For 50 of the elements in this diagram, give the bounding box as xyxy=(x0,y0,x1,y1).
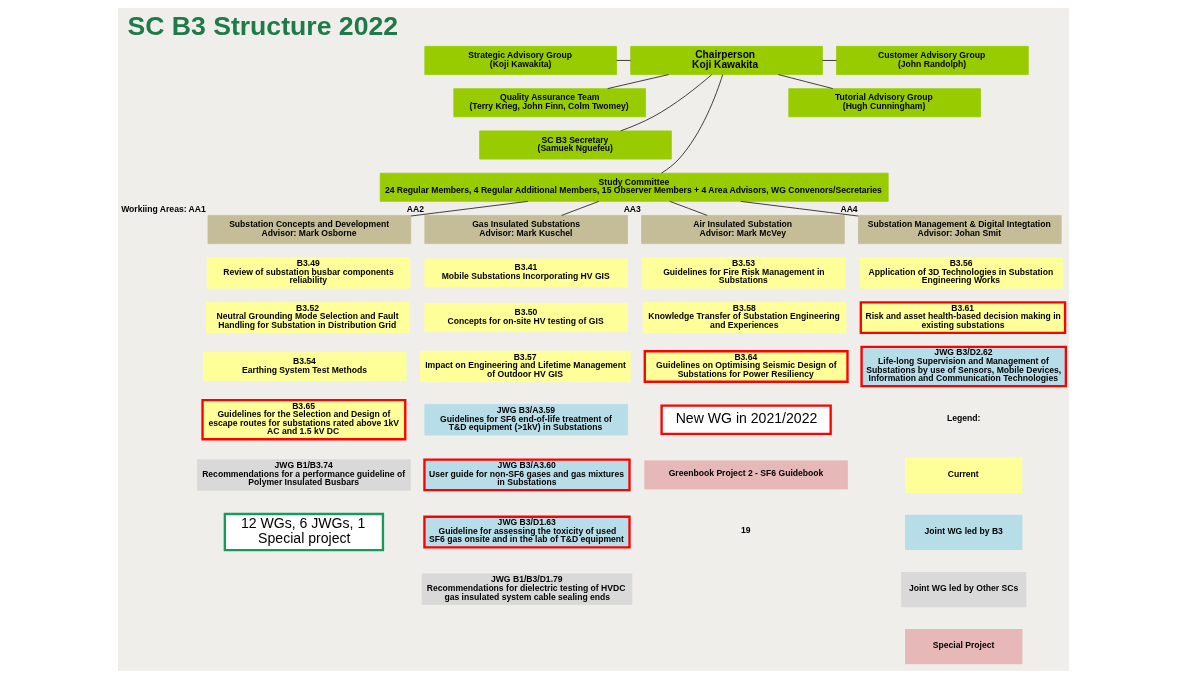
label: Legend: xyxy=(946,413,980,424)
node-label: AA2 xyxy=(406,204,424,215)
diagram-title: SC B3 Structure 2022 xyxy=(126,10,398,41)
node-box: B3.54 Earthing System Test Methods xyxy=(202,352,406,381)
node-box: JWG B3/D2.62 Life-long Supervision and Management of Substations by use of Sensors, Mobile Devices, Information and Communication Technologies xyxy=(859,345,1067,388)
node-box: Quality Assurance Team (Terry Krieg, John Finn, Colm Twomey) xyxy=(452,88,646,118)
node-box: JWG B1/B3.74 Recommendations for a performance guideline of Polymer Insulated Busbars xyxy=(196,459,411,491)
node-box: Substation Management & Digital Integtation Advisor: Johan Smit xyxy=(857,215,1062,244)
node-box: Gas Insulated Substations Advisor: Mark Kuschel xyxy=(423,215,628,244)
connector xyxy=(619,74,712,132)
node-box: New WG in 2021/2022 xyxy=(659,404,832,435)
connector xyxy=(615,60,631,61)
node-box: Study Committee 24 Regular Members, 4 Regular Additional Members, 15 Observer Members + 4 Area Advisors, WG Convenors/Secretaries xyxy=(379,172,889,202)
node-box: Tutorial Advisory Group (Hugh Cunningham) xyxy=(787,88,981,118)
node-box: B3.58 Knowledge Transfer of Substation Engineering and Experiences xyxy=(642,301,846,334)
node-box: B3.64 Guidelines on Optimising Seismic Design of Substations for Power Resiliency xyxy=(643,350,849,383)
node-box: Customer Advisory Group (John Randolph) xyxy=(835,46,1029,75)
node-box: JWG B3/D1.63 Guideline for assessing the toxicity of used SF6 gas onsite and in the lab of T&D equipment xyxy=(422,515,631,549)
legend-label: Joint WG led by Other SCs xyxy=(908,582,1018,593)
node-box: B3.65 Guidelines for the Selection and Design of escape routes for substations rated above 1kV AC and 1.5 kV DC xyxy=(200,399,406,441)
node-box: Greenbook Project 2 - SF6 Guidebook xyxy=(643,460,848,490)
label: 19 xyxy=(740,525,751,536)
legend-label: Joint WG led by B3 xyxy=(924,525,1003,536)
node-box: B3.52 Neutral Grounding Mode Selection and Fault Handling for Substation in Distribution Grid xyxy=(205,301,410,334)
node-box: JWG B3/A3.59 Guidelines for SF6 end-of-life treatment of T&D equipment (>1kV) in Substations xyxy=(423,404,628,436)
node-label: AA3 xyxy=(623,204,641,215)
legend-label: Special Project xyxy=(932,640,994,651)
legend-label: Current xyxy=(947,468,979,479)
connector xyxy=(739,200,859,217)
node-box: B3.50 Concepts for on-site HV testing of GIS xyxy=(423,303,628,333)
node-box: B3.56 Application of 3D Technologies in Substation Engineering Works xyxy=(859,257,1063,289)
node-box: B3.41 Mobile Substations Incorporating HV GIS xyxy=(423,258,628,288)
node-box: B3.61 Risk and asset health-based decision making in existing substations xyxy=(859,301,1066,335)
node-box: B3.57 Impact on Engineering and Lifetime Management of Outdoor HV GIS xyxy=(419,350,631,383)
node-box: JWG B3/A3.60 User guide for non-SF6 gases and gas mixtures in Substations xyxy=(422,458,631,492)
node-box: Air Insulated Substation Advisor: Mark McVey xyxy=(640,215,845,244)
node-label: AA4 xyxy=(839,204,858,215)
node-box: Strategic Advisory Group (Koji Kawakita) xyxy=(423,46,617,75)
node-label: Workiing Areas: AA1 xyxy=(120,204,206,215)
node-box: B3.53 Guidelines for Fire Risk Management in Substations xyxy=(641,257,846,289)
connector xyxy=(777,74,833,90)
node-box: Substation Concepts and Development Advisor: Mark Osborne xyxy=(207,215,411,244)
connector xyxy=(410,200,528,217)
node-box: B3.49 Review of substation busbar components reliability xyxy=(206,257,410,289)
node-box: Chairperson Koji Kawakita xyxy=(629,46,823,75)
node-box: 12 WGs, 6 JWGs, 1 Special project xyxy=(223,512,384,552)
node-box: SC B3 Secretary (Samuek Nguefeu) xyxy=(478,130,672,160)
connector xyxy=(606,74,669,90)
connector xyxy=(660,74,723,174)
connector xyxy=(821,60,837,61)
